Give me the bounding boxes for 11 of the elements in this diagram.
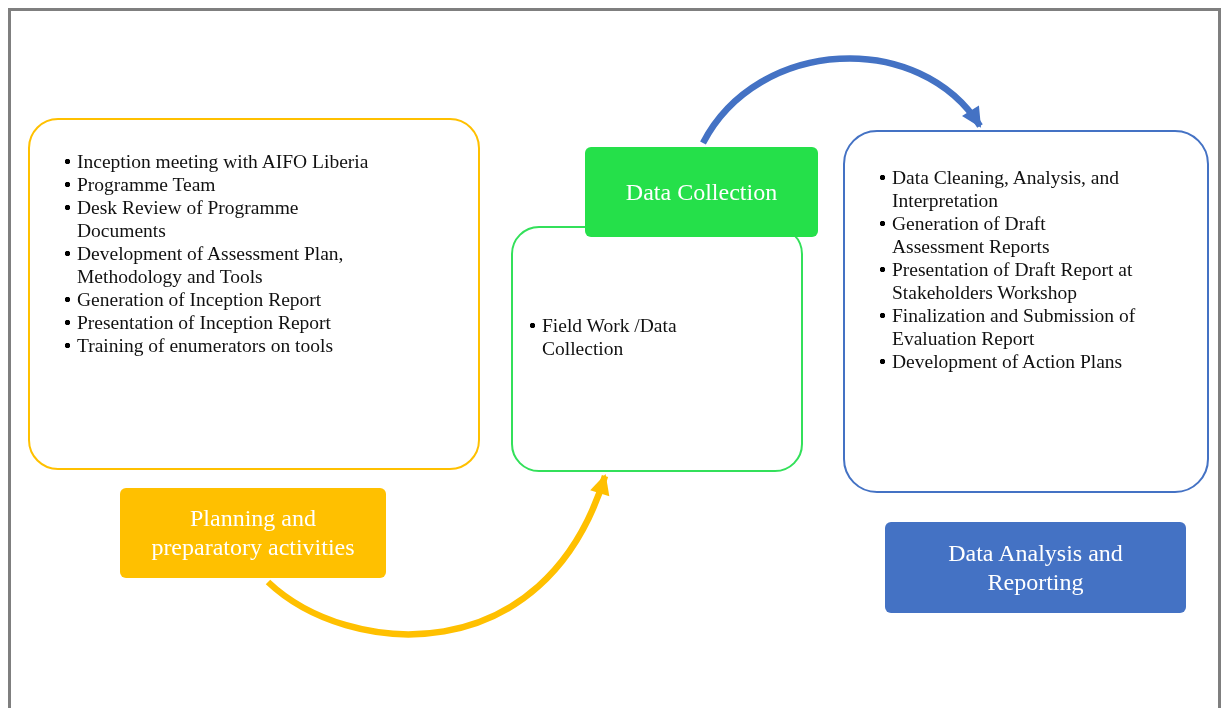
- phase-label-box: [585, 147, 818, 237]
- activity-box: [511, 226, 803, 472]
- phase-title: Data Collection: [624, 177, 779, 207]
- activity-box: [28, 118, 480, 470]
- curved-arrow: [700, 55, 983, 145]
- activity-box: [843, 130, 1209, 493]
- phase-label-box: [120, 488, 386, 578]
- phase-label-box: [885, 522, 1186, 613]
- curved-arrow: [266, 474, 609, 638]
- phase-title: Data Analysis and Reporting: [947, 538, 1124, 597]
- phase-title: Planning and preparatory activities: [150, 504, 356, 562]
